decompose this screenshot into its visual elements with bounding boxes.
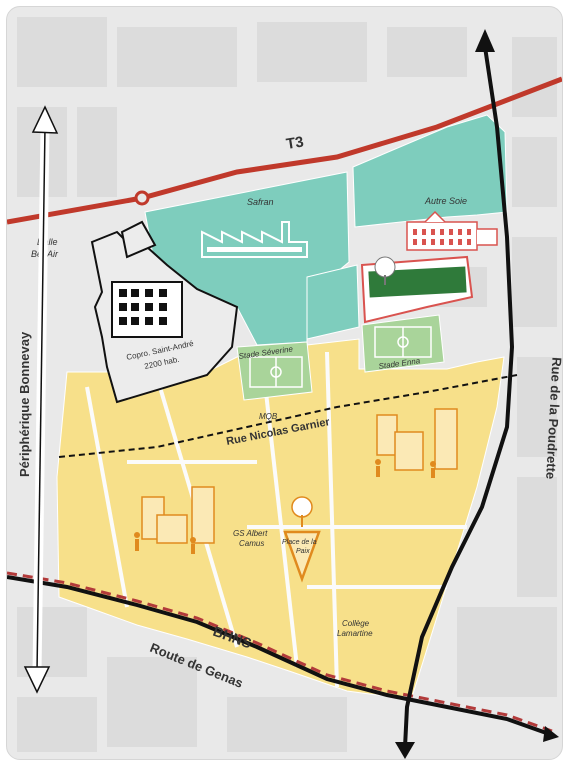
tree-icon-place	[291, 496, 313, 527]
background-blocks	[17, 17, 557, 752]
residential-icon-right	[376, 408, 458, 471]
route-de-genas-road	[7, 575, 553, 737]
apartment-building-icon	[111, 281, 183, 338]
route-de-genas-arrow-icon	[543, 726, 559, 742]
safran-label: Safran	[247, 197, 274, 207]
rue-de-la-poudrette-road	[395, 29, 515, 759]
heritage-windows	[413, 229, 471, 245]
teal-lower-zone	[306, 264, 360, 340]
college-lamartine-line1: Collège	[342, 619, 370, 628]
tram-station-icon	[134, 190, 150, 206]
heritage-building-icon	[406, 210, 498, 251]
place-de-la-paix-triangle	[283, 530, 321, 583]
gs-albert-camus-line2: Camus	[239, 539, 264, 548]
autre-soie-zone	[352, 114, 508, 228]
tree-icon	[374, 256, 396, 285]
autre-soie-label: Autre Soie	[424, 196, 467, 206]
copro-inner-outline	[120, 220, 157, 259]
map-frame: T3 Safran Autre Soie Stade Séverine Sta	[6, 6, 563, 760]
stade-severine-pitch-icon	[249, 356, 303, 388]
college-lamartine-line2: Lamartine	[337, 629, 373, 638]
stade-enna-pitch-icon	[374, 326, 432, 358]
bhns-line	[7, 571, 553, 733]
pedestrian-icon	[134, 532, 196, 554]
rue-nicolas-garnier-line	[58, 374, 518, 458]
place-de-la-paix-line2: Paix	[296, 548, 310, 555]
park-zone	[368, 266, 467, 298]
peripherique-bonnevay-label: Périphérique Bonnevay	[17, 331, 32, 477]
place-de-la-paix-line1: Place de la	[282, 539, 317, 546]
residential-icon-left	[141, 486, 215, 544]
pedestrian-icon-right	[375, 459, 436, 478]
tram-t3-line	[7, 76, 562, 225]
gs-albert-camus-line1: GS Albert	[233, 529, 268, 538]
factory-icon	[201, 221, 308, 258]
t3-label: T3	[285, 133, 305, 153]
peripherique-bonnevay-arrow	[23, 105, 59, 694]
mqb-label: MQB	[259, 412, 278, 421]
urban-map: T3 Safran Autre Soie Stade Séverine Sta	[7, 17, 562, 759]
